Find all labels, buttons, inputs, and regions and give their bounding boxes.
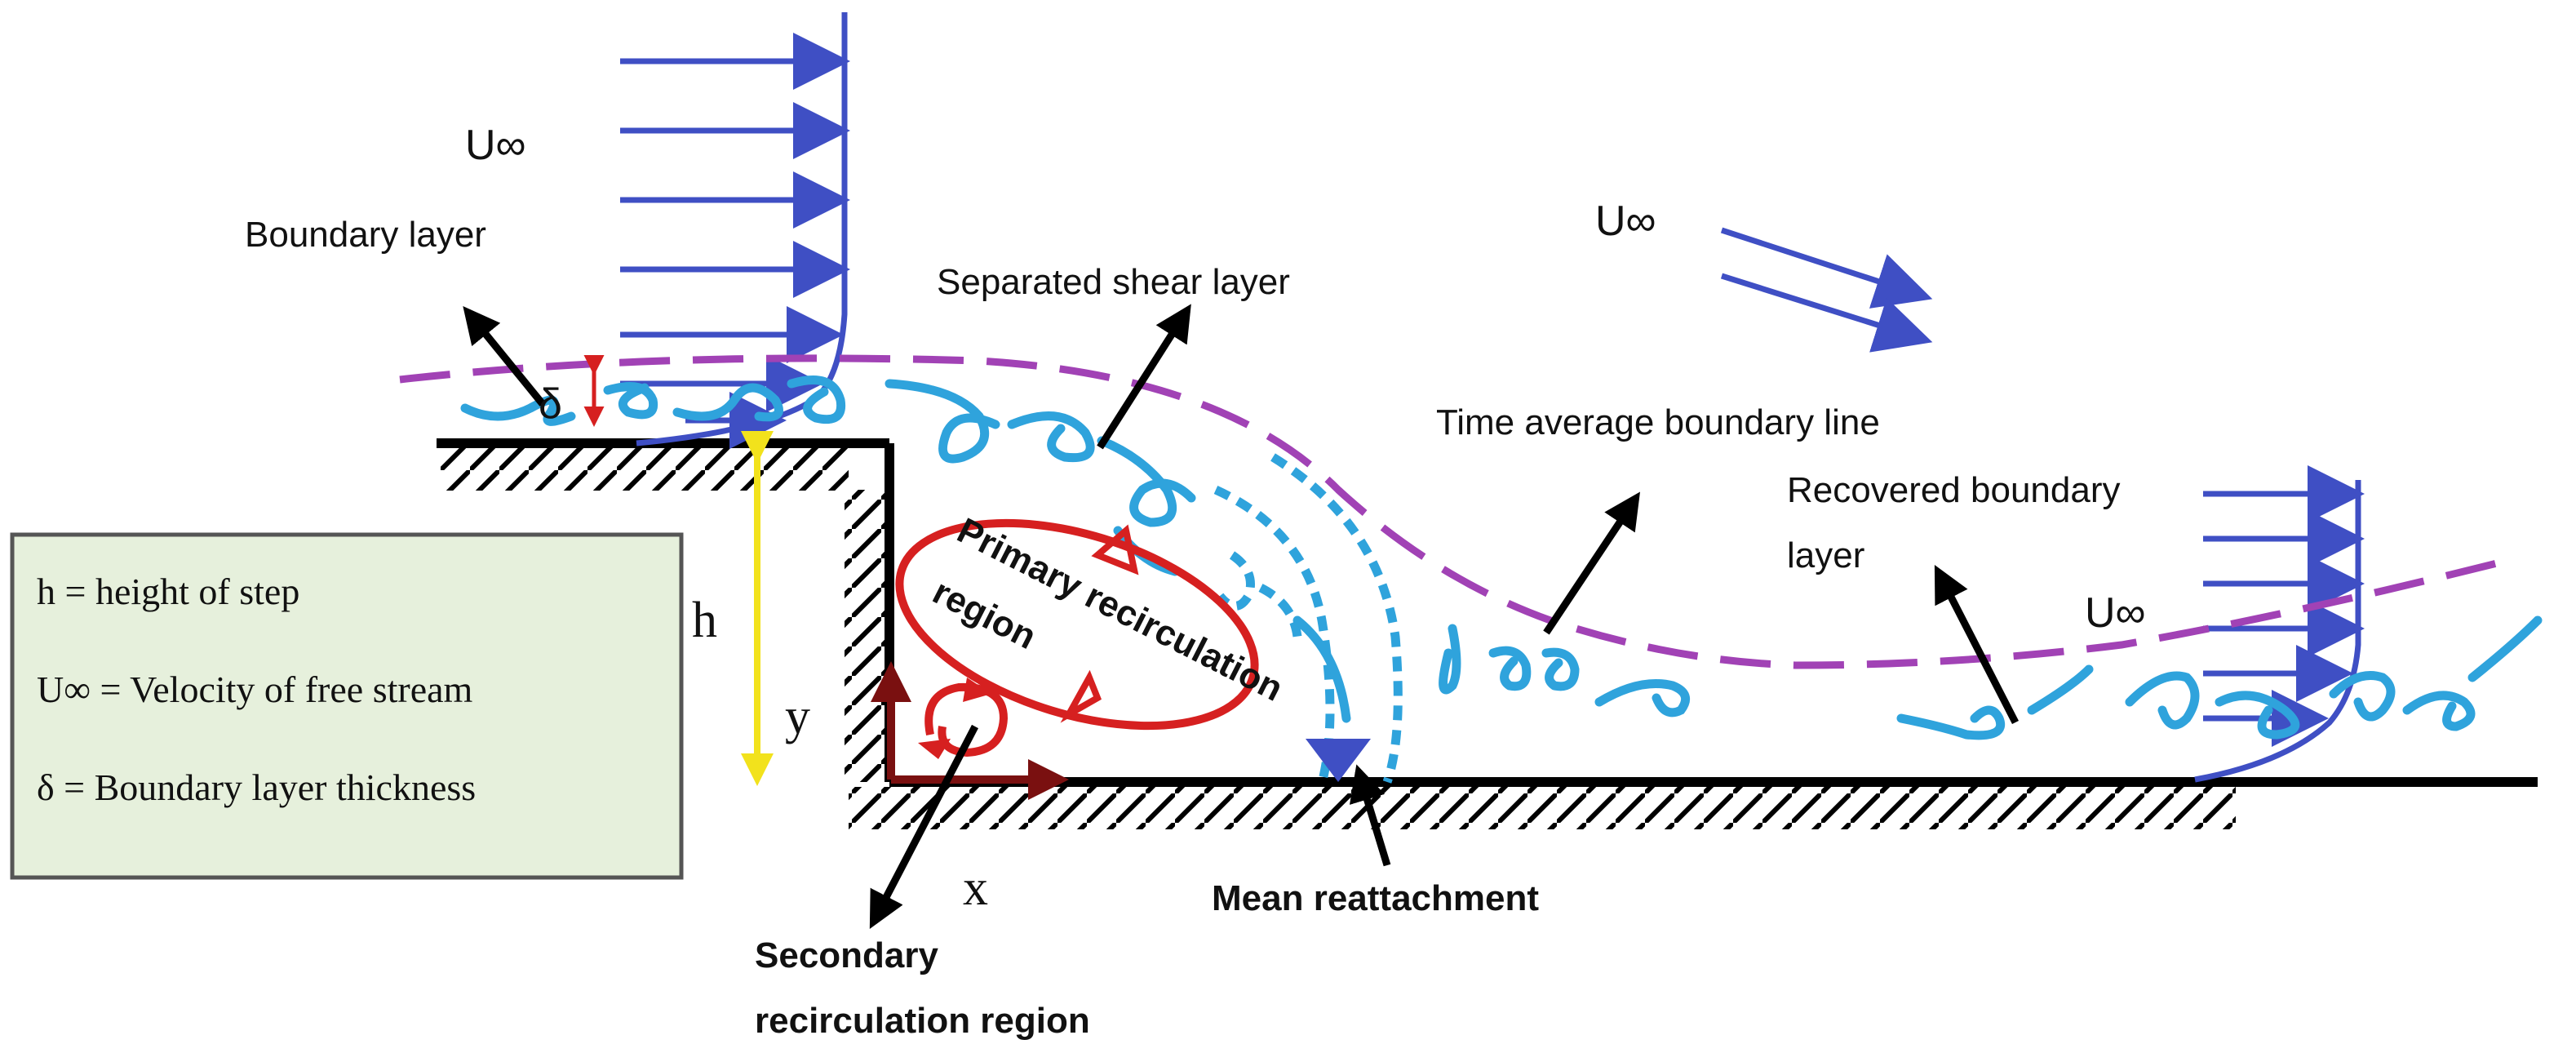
- label-recovered-boundary-line2: layer: [1787, 535, 1864, 575]
- reattachment-point-marker: [1306, 739, 1371, 782]
- pointer-arrows: [463, 304, 2020, 929]
- legend-line-velocity: U∞ = Velocity of free stream: [37, 669, 473, 710]
- label-u-inf-inlet: U∞: [465, 122, 526, 169]
- primary-recirculation-loop: [895, 518, 1259, 731]
- label-x: x: [963, 860, 988, 916]
- label-u-inf-freestream: U∞: [1595, 198, 1656, 245]
- label-boundary-layer: Boundary layer: [245, 215, 486, 255]
- step-wall: [437, 438, 2538, 829]
- label-separated-shear-layer: Separated shear layer: [937, 262, 1290, 302]
- label-time-average-boundary-line: Time average boundary line: [1436, 402, 1880, 442]
- recovered-velocity-profile: [2194, 465, 2365, 783]
- label-secondary-recirculation-line1: Secondary: [755, 935, 939, 975]
- label-recovered-boundary-line1: Recovered boundary: [1787, 470, 2120, 510]
- label-primary-recirculation-line2: region: [926, 571, 1042, 657]
- legend-line-thickness: δ = Boundary layer thickness: [37, 766, 476, 808]
- label-mean-reattachment: Mean reattachment: [1212, 878, 1539, 918]
- time-average-boundary-line: [399, 354, 2498, 669]
- label-u-inf-recovered: U∞: [2085, 589, 2146, 637]
- free-stream-arrows: [1720, 227, 1933, 353]
- label-y: y: [785, 689, 810, 744]
- label-h: h: [692, 593, 717, 648]
- legend-line-height: h = height of step: [37, 571, 299, 612]
- label-secondary-recirculation-line2: recirculation region: [755, 1001, 1090, 1041]
- coordinate-axes: [871, 661, 1069, 800]
- turbulent-eddies: [460, 375, 2543, 785]
- secondary-recirculation-loop: [918, 678, 1009, 759]
- label-delta: δ: [539, 380, 562, 428]
- legend-box: h = height of step U∞ = Velocity of free…: [10, 532, 684, 880]
